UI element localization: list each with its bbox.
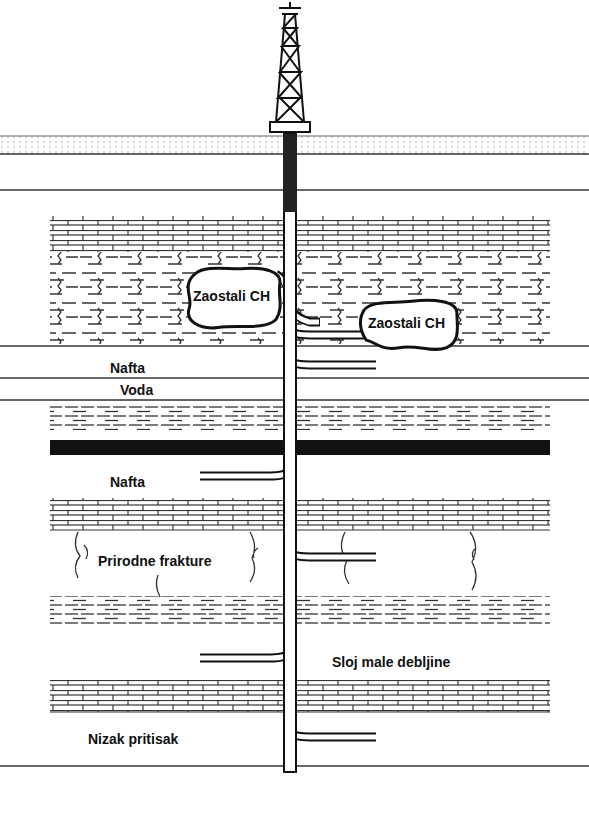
layer-label: Prirodne frakture — [96, 553, 214, 570]
fluid-label: Nafta — [108, 474, 147, 491]
layer-label: Sloj male debljine — [330, 654, 452, 671]
layer-label: Nizak pritisak — [86, 731, 180, 748]
trapped-hydrocarbon-pocket: Zaostali CH — [183, 266, 286, 330]
pocket-label: Zaostali CH — [358, 309, 461, 338]
fluid-label: Nafta — [108, 360, 147, 377]
pocket-label: Zaostali CH — [183, 282, 286, 311]
fluid-label: Voda — [118, 382, 155, 399]
trapped-hydrocarbon-pocket: Zaostali CH — [358, 298, 461, 352]
